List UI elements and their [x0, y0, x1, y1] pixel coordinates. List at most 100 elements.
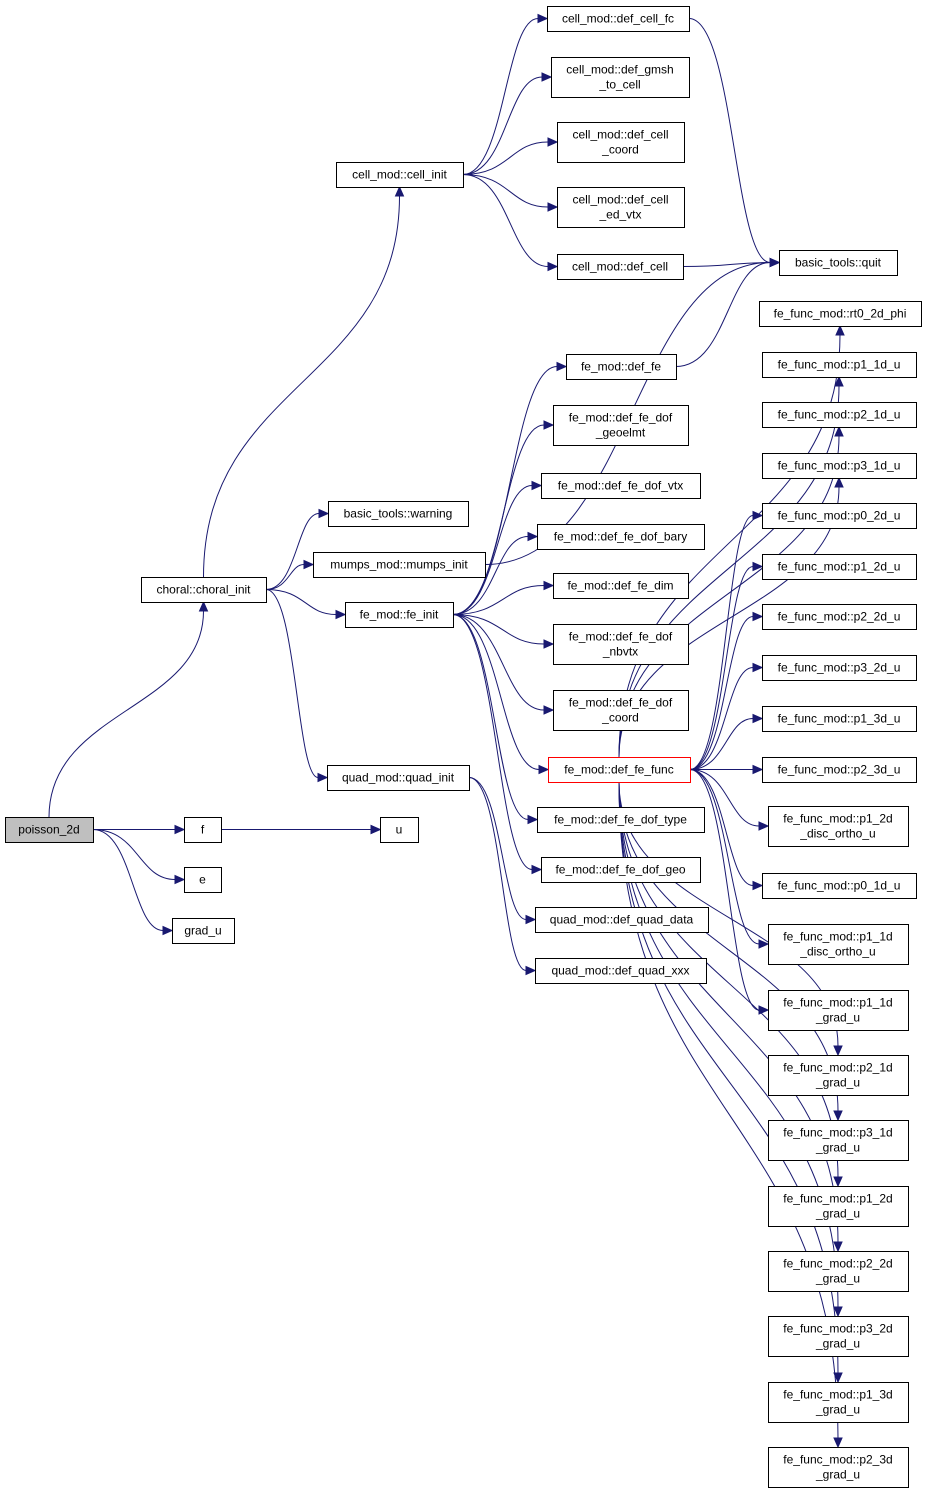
- edge-arrowhead: [335, 609, 347, 620]
- node-choral[interactable]: choral::choral_init: [141, 577, 267, 603]
- node-label: fe_func_mod::p2_2d: [783, 1257, 892, 1271]
- node-dofbary[interactable]: fe_mod::def_fe_dof_bary: [537, 524, 705, 550]
- node-box: [768, 806, 909, 847]
- node-quit[interactable]: basic_tools::quit: [779, 250, 898, 276]
- node-p31g[interactable]: fe_func_mod::p3_1d_grad_u: [768, 1120, 909, 1161]
- node-label: _grad_u: [815, 1468, 860, 1482]
- edge-feinit-dofgeoelmt: [452, 420, 555, 615]
- edge-line: [92, 829, 176, 880]
- edge-line: [452, 614, 540, 770]
- node-defcell[interactable]: cell_mod::def_cell: [557, 254, 684, 280]
- node-dofvtx[interactable]: fe_mod::def_fe_dof_vtx: [541, 473, 701, 499]
- node-p21g[interactable]: fe_func_mod::p2_1d_grad_u: [768, 1055, 909, 1096]
- node-p01d[interactable]: fe_func_mod::p0_1d_u: [762, 873, 917, 899]
- edge-feinit-doftype: [452, 614, 539, 825]
- node-label: cell_mod::def_cell_fc: [562, 12, 674, 26]
- edge-arrowhead: [752, 764, 764, 775]
- edge-arrowhead: [543, 420, 555, 430]
- node-dofgeo[interactable]: fe_mod::def_fe_dof_geo: [541, 857, 701, 883]
- node-fefunc[interactable]: fe_mod::def_fe_func: [548, 757, 691, 783]
- node-box: [535, 907, 709, 933]
- node-p12g[interactable]: fe_func_mod::p1_2d_grad_u: [768, 1186, 909, 1227]
- node-label: choral::choral_init: [156, 583, 251, 597]
- node-gradu[interactable]: grad_u: [172, 918, 235, 944]
- node-label: quad_mod::def_quad_data: [550, 913, 694, 927]
- edge-line: [689, 769, 760, 1011]
- edge-line: [682, 262, 771, 267]
- node-label: fe_func_mod::p1_2d_u: [778, 560, 901, 574]
- node-p23d[interactable]: fe_func_mod::p2_3d_u: [762, 757, 917, 783]
- node-box: [762, 604, 917, 630]
- node-box: [762, 757, 917, 783]
- node-label: fe_func_mod::p2_2d_u: [778, 610, 901, 624]
- node-quaddata[interactable]: quad_mod::def_quad_data: [535, 907, 709, 933]
- node-defcellcoord[interactable]: cell_mod::def_cell_coord: [557, 122, 685, 163]
- node-p12d[interactable]: fe_func_mod::p1_2d_u: [762, 554, 917, 580]
- node-cellinit[interactable]: cell_mod::cell_init: [336, 162, 464, 188]
- node-label: cell_mod::def_cell: [572, 128, 668, 142]
- node-mumps[interactable]: mumps_mod::mumps_init: [313, 552, 486, 578]
- node-p11d[interactable]: fe_func_mod::p1_1d_u: [762, 352, 917, 378]
- node-p12do[interactable]: fe_func_mod::p1_2d_disc_ortho_u: [768, 806, 909, 847]
- node-u[interactable]: u: [380, 817, 419, 843]
- node-p31d[interactable]: fe_func_mod::p3_1d_u: [762, 453, 917, 479]
- edge-f-u: [221, 824, 382, 835]
- node-box: [184, 817, 222, 843]
- edge-line: [462, 141, 549, 175]
- edge-arrowhead: [538, 764, 550, 775]
- node-fedim[interactable]: fe_mod::def_fe_dim: [553, 573, 689, 599]
- node-quadinit[interactable]: quad_mod::quad_init: [327, 765, 470, 791]
- node-p11g[interactable]: fe_func_mod::p1_1d_grad_u: [768, 990, 909, 1031]
- node-deffe[interactable]: fe_mod::def_fe: [566, 354, 677, 380]
- node-e[interactable]: e: [184, 867, 222, 893]
- node-p11do[interactable]: fe_func_mod::p1_1d_disc_ortho_u: [768, 924, 909, 965]
- node-p13g[interactable]: fe_func_mod::p1_3d_grad_u: [768, 1382, 909, 1423]
- node-label: fe_func_mod::p3_2d: [783, 1322, 892, 1336]
- node-p23g[interactable]: fe_func_mod::p2_3d_grad_u: [768, 1447, 909, 1488]
- node-feinit[interactable]: fe_mod::fe_init: [345, 602, 454, 628]
- edge-cellinit-defcelledvtx: [462, 174, 559, 212]
- edge-line: [452, 614, 545, 711]
- node-p22d[interactable]: fe_func_mod::p2_2d_u: [762, 604, 917, 630]
- node-warning[interactable]: basic_tools::warning: [328, 501, 469, 527]
- edge-feinit-dofbary: [452, 531, 539, 615]
- node-box: [768, 1382, 909, 1423]
- node-p32g[interactable]: fe_func_mod::p3_2d_grad_u: [768, 1316, 909, 1357]
- edge-arrowhead: [318, 508, 330, 519]
- node-box: [566, 354, 677, 380]
- edge-arrowhead: [752, 561, 764, 572]
- edge-line: [689, 718, 754, 770]
- node-rt0[interactable]: fe_func_mod::rt0_2d_phi: [759, 301, 922, 327]
- edge-deffe-quit: [675, 257, 781, 367]
- node-defcelledvtx[interactable]: cell_mod::def_cell_ed_vtx: [557, 187, 685, 228]
- node-f[interactable]: f: [184, 817, 222, 843]
- edge-line: [452, 536, 529, 615]
- node-label: fe_mod::def_fe_dof_vtx: [558, 479, 683, 493]
- node-defcellfc[interactable]: cell_mod::def_cell_fc: [547, 6, 690, 32]
- node-defgmsh[interactable]: cell_mod::def_gmsh_to_cell: [551, 57, 690, 98]
- node-dofnbvtx[interactable]: fe_mod::def_fe_dof_nbvtx: [553, 624, 689, 665]
- edge-line: [203, 195, 400, 578]
- node-p22g[interactable]: fe_func_mod::p2_2d_grad_u: [768, 1251, 909, 1292]
- edge-arrowhead: [833, 1372, 843, 1384]
- node-box: [762, 402, 917, 428]
- node-p21d[interactable]: fe_func_mod::p2_1d_u: [762, 402, 917, 428]
- node-quadxxx[interactable]: quad_mod::def_quad_xxx: [535, 958, 707, 984]
- node-poisson[interactable]: poisson_2d: [5, 817, 94, 843]
- node-box: [548, 757, 691, 783]
- node-p13d[interactable]: fe_func_mod::p1_3d_u: [762, 706, 917, 732]
- node-label: fe_func_mod::p3_1d_u: [778, 459, 901, 473]
- edge-arrowhead: [758, 1005, 770, 1015]
- node-label: fe_func_mod::p1_1d_u: [778, 358, 901, 372]
- node-doftype[interactable]: fe_mod::def_fe_dof_type: [537, 807, 705, 833]
- node-p02d[interactable]: fe_func_mod::p0_2d_u: [762, 503, 917, 529]
- node-dofcoord[interactable]: fe_mod::def_fe_dof_coord: [553, 690, 689, 731]
- edge-arrowhead: [833, 1306, 843, 1318]
- node-dofgeoelmt[interactable]: fe_mod::def_fe_dof_geoelmt: [553, 405, 689, 446]
- node-p32d[interactable]: fe_func_mod::p3_2d_u: [762, 655, 917, 681]
- node-box: [762, 873, 917, 899]
- edge-arrowhead: [835, 324, 845, 336]
- edge-arrowhead: [758, 939, 770, 949]
- node-box: [762, 706, 917, 732]
- edge-arrowhead: [370, 824, 382, 835]
